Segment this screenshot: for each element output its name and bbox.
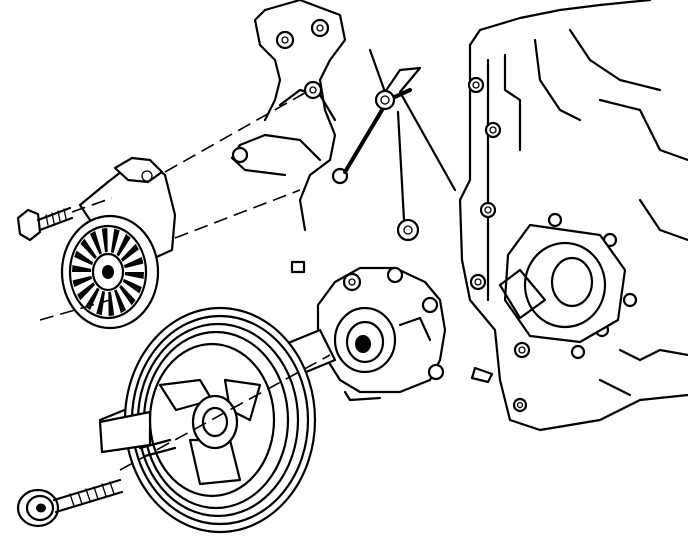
pulley-spoke bbox=[74, 250, 94, 266]
crankshaft-pulley-icon bbox=[98, 306, 337, 534]
pulley-spoke bbox=[121, 243, 139, 262]
pulley-spoke bbox=[116, 233, 131, 257]
pulley-spoke bbox=[122, 278, 142, 294]
pulley-spoke bbox=[110, 228, 120, 254]
pulley-spoke bbox=[80, 238, 97, 260]
pulley-spoke bbox=[77, 282, 95, 301]
pulley-spoke bbox=[85, 287, 100, 311]
water-pump-icon bbox=[316, 266, 447, 402]
timing-cover-icon bbox=[230, 0, 494, 384]
pulley-bolt-icon bbox=[16, 478, 124, 528]
pulley-spoke bbox=[101, 228, 108, 253]
pulley-spoke bbox=[96, 290, 106, 316]
pulley-spoke bbox=[90, 230, 102, 255]
alignment-lines bbox=[39, 89, 331, 471]
tensioner-bolt-icon bbox=[16, 206, 74, 242]
pulley-spoke bbox=[124, 272, 144, 279]
pulley-spoke bbox=[119, 284, 136, 306]
belt-tensioner-icon bbox=[60, 156, 177, 330]
pulley-spoke bbox=[72, 265, 92, 272]
engine-block-icon bbox=[458, 0, 688, 432]
tensioner-pulley-spokes bbox=[72, 228, 144, 316]
pulley-spoke bbox=[108, 291, 115, 316]
pulley-spoke bbox=[72, 275, 93, 288]
pulley-spoke bbox=[114, 289, 126, 314]
pulley-spoke bbox=[123, 256, 144, 269]
